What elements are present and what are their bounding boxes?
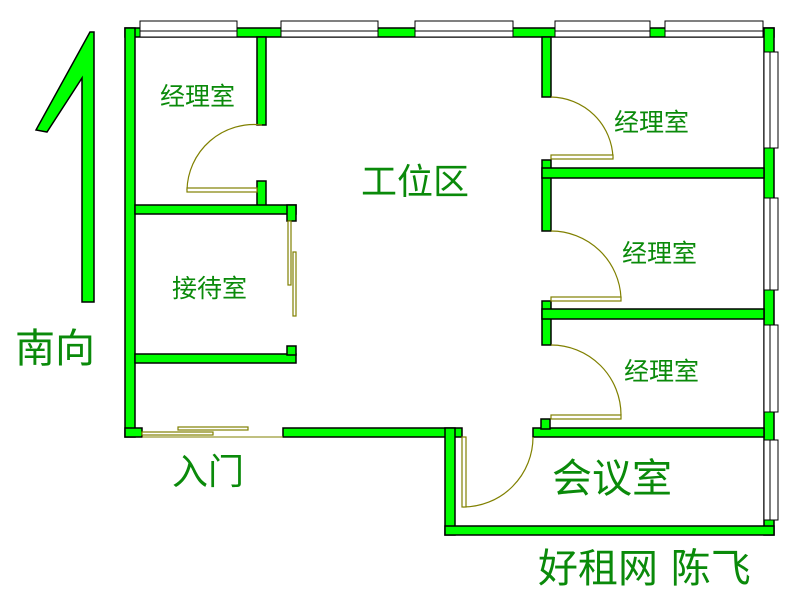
room-label-meeting: 会议室 — [552, 456, 672, 502]
room-label-reception: 接待室 — [172, 274, 247, 303]
north-arrow-icon — [34, 31, 95, 303]
doors — [141, 96, 622, 508]
room-label-workspace: 工位区 — [361, 162, 469, 203]
room-label-manager-2: 经理室 — [614, 108, 689, 137]
entrance-label: 入门 — [172, 452, 244, 493]
windows — [139, 20, 779, 521]
room-label-manager-4: 经理室 — [624, 357, 699, 386]
room-label-manager-3: 经理室 — [622, 239, 697, 268]
credit-label: 好租网 陈飞 — [538, 546, 751, 592]
room-label-manager-1: 经理室 — [160, 82, 235, 111]
orientation-label: 南向 — [15, 326, 95, 372]
